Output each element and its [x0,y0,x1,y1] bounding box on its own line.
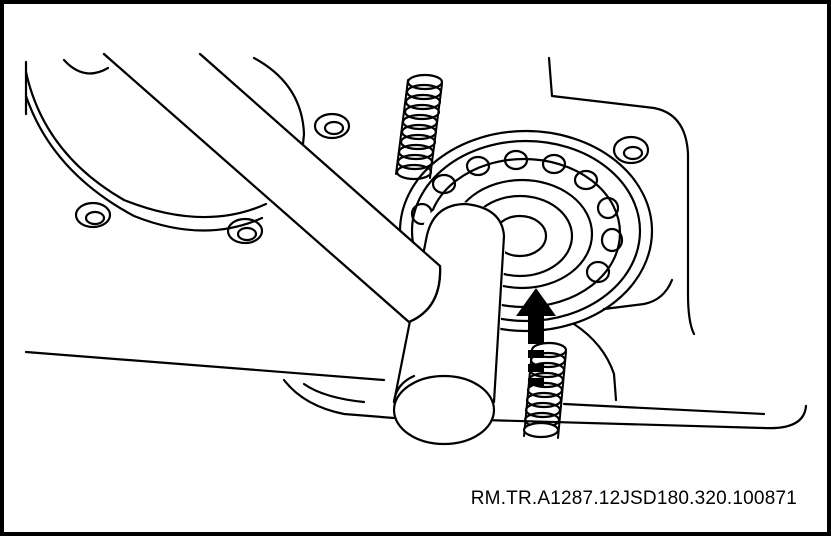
installer-tool [102,52,506,446]
direction-arrow [516,288,556,386]
housing-plate [24,56,808,430]
bearing-installation-illustration [24,52,808,446]
left-cover [24,56,306,232]
figure-reference-code: RM.TR.A1287.12JSD180.320.100871 [470,488,797,509]
bolt-holes [74,112,650,245]
upper-stud [395,73,444,181]
